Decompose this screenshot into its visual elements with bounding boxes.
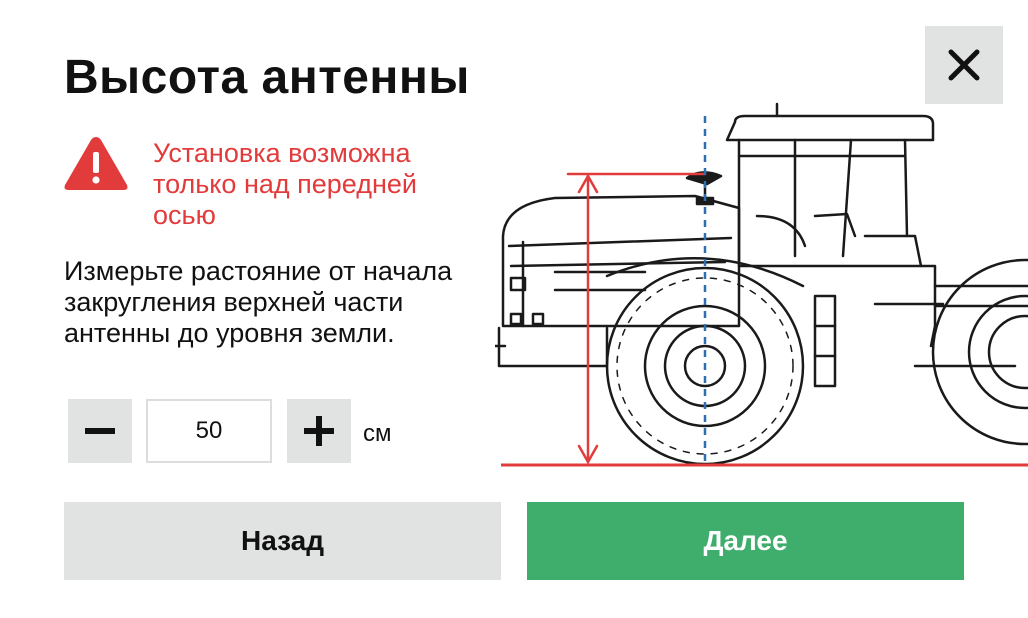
antenna-height-input[interactable] xyxy=(146,399,272,463)
instruction-text: Измерьте растояние от начала закругления… xyxy=(64,256,453,348)
next-button[interactable]: Далее xyxy=(527,502,964,580)
tractor-illustration xyxy=(495,102,1028,467)
close-button[interactable] xyxy=(925,26,1003,104)
close-icon xyxy=(948,49,980,81)
warning-message: Установка возможна только над передней о… xyxy=(153,138,417,230)
plus-icon xyxy=(304,416,334,446)
tractor-outline xyxy=(495,102,1028,466)
unit-label: см xyxy=(363,420,392,447)
page-title: Высота антенны xyxy=(64,51,470,104)
increment-button[interactable] xyxy=(287,399,351,463)
back-button[interactable]: Назад xyxy=(64,502,501,580)
decrement-button[interactable] xyxy=(68,399,132,463)
warning-triangle-icon xyxy=(64,137,128,190)
height-measure-arrow xyxy=(566,172,707,465)
minus-icon xyxy=(85,428,115,434)
